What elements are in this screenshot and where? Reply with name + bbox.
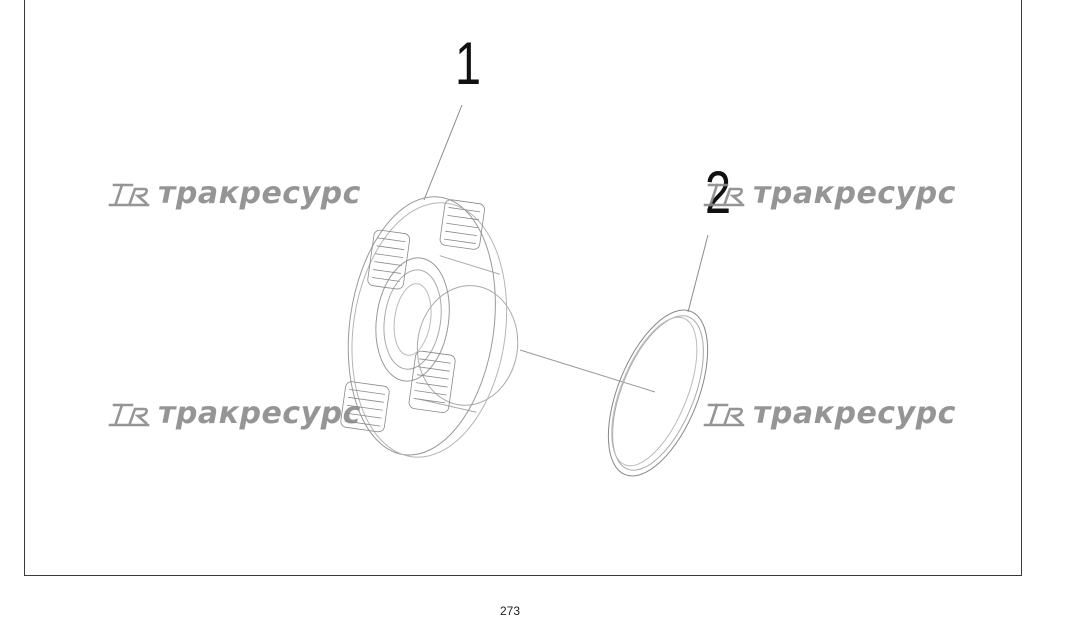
watermark: тракресурс xyxy=(108,396,361,431)
leader-line-1 xyxy=(423,104,463,201)
watermark-text: тракресурс xyxy=(158,396,361,431)
callout-part-1: 1 xyxy=(455,30,482,97)
TR-logo-icon xyxy=(108,182,150,206)
assembly-axis-line xyxy=(519,349,656,393)
callout-part-2: 2 xyxy=(705,159,732,226)
page-number: 273 xyxy=(500,604,521,618)
drawing-frame xyxy=(24,0,1022,576)
part-1-carrier xyxy=(340,196,519,458)
watermark-text: тракресурс xyxy=(753,176,956,211)
watermark-text: тракресурс xyxy=(753,396,956,431)
watermark: тракресурс xyxy=(703,176,956,211)
TR-logo-icon xyxy=(703,402,745,426)
watermark-text: тракресурс xyxy=(158,176,361,211)
leader-line-2 xyxy=(687,234,709,313)
TR-logo-icon xyxy=(703,182,745,206)
watermark: тракресурс xyxy=(703,396,956,431)
part-2-ring xyxy=(607,309,709,477)
TR-logo-icon xyxy=(108,402,150,426)
watermark: тракресурс xyxy=(108,176,361,211)
